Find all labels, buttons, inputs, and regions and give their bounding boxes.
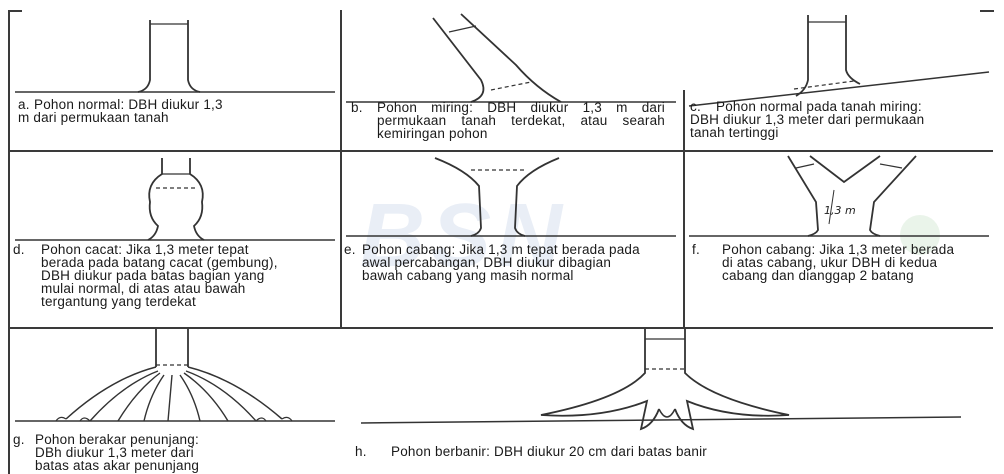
panel-e: e. Pohon cabang: Jika 1,3 m tepat berada…: [341, 152, 683, 327]
panel-c: c.Pohon normal pada tanah miring: DBH di…: [684, 10, 994, 150]
measure-label-f: 1,3 m: [824, 204, 856, 217]
tree-fork-high-illustration: [684, 152, 994, 252]
panel-b: b. Pohon miring: DBH diukur 1,3 m dari p…: [341, 10, 683, 150]
tree-buttress-illustration: [341, 329, 994, 439]
panel-a: a.Pohon normal: DBH diukur 1,3 m dari pe…: [10, 10, 340, 150]
panel-f: 1,3 m f. Pohon cabang: Jika 1,3 meter be…: [684, 152, 994, 327]
caption-b: b. Pohon miring: DBH diukur 1,3 m dari p…: [351, 101, 676, 140]
caption-e: e. Pohon cabang: Jika 1,3 m tepat berada…: [344, 243, 674, 282]
caption-h: h. Pohon berbanir: DBH diukur 20 cm dari…: [355, 445, 975, 458]
caption-c: c.Pohon normal pada tanah miring: DBH di…: [690, 100, 940, 139]
panel-g: g. Pohon berakar penunjang: DBh diukur 1…: [10, 329, 340, 474]
tree-on-slope-illustration: [684, 10, 994, 110]
tree-fork-low-illustration: [341, 152, 683, 252]
panel-h: h. Pohon berbanir: DBH diukur 20 cm dari…: [341, 329, 994, 474]
tree-leaning-illustration: [341, 10, 683, 110]
caption-f: f. Pohon cabang: Jika 1,3 meter berada d…: [692, 243, 992, 282]
tree-stilt-roots-illustration: [10, 329, 340, 434]
tree-deformed-illustration: [10, 152, 340, 252]
tree-normal-illustration: [10, 10, 340, 105]
caption-d: d. Pohon cacat: Jika 1,3 meter tepat ber…: [13, 243, 318, 308]
caption-a: a.Pohon normal: DBH diukur 1,3 m dari pe…: [18, 98, 238, 124]
panel-d: d. Pohon cacat: Jika 1,3 meter tepat ber…: [10, 152, 340, 327]
caption-g: g. Pohon berakar penunjang: DBh diukur 1…: [13, 433, 323, 472]
